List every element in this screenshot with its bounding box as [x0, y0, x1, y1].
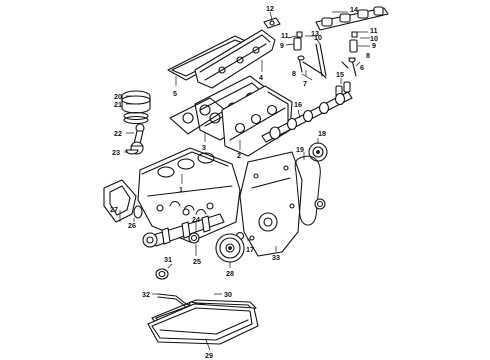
main-bearing-caps: [169, 200, 207, 215]
timing-cover: [239, 151, 303, 257]
crank-pulley: [215, 233, 245, 263]
lifter-left: [293, 31, 303, 51]
callout-25: 25: [193, 257, 201, 266]
timing-chain: [294, 155, 321, 226]
lifter-right: [349, 31, 358, 53]
callout-26: 26: [128, 221, 136, 230]
callout-29: 29: [205, 351, 213, 360]
callout-10a: 10: [314, 33, 322, 42]
rear-main-seal: [103, 179, 137, 223]
oil-pump-seal: [155, 268, 169, 280]
oil-pump-gear: [188, 232, 200, 244]
callout-30: 30: [224, 290, 232, 299]
callout-11a: 11: [281, 31, 289, 40]
callout-27: 27: [110, 205, 118, 214]
callout-17: 17: [246, 245, 254, 254]
callout-8a: 8: [292, 69, 296, 78]
rocker-arm-assembly: [315, 6, 389, 31]
callout-10b: 10: [370, 34, 378, 43]
callout-13: 13: [311, 29, 319, 38]
callout-4: 4: [259, 73, 263, 82]
callout-3: 3: [202, 143, 206, 152]
callout-9b: 9: [372, 41, 376, 50]
callout-numbers: 1 2 3 4 5 6 7 8 8 9 9 10 10 11 11 12 13 …: [110, 4, 378, 360]
callout-23: 23: [112, 148, 120, 157]
callout-28: 28: [226, 269, 234, 278]
callout-19: 19: [296, 145, 304, 154]
rod-bearing: [125, 149, 139, 155]
piston: [121, 90, 151, 114]
camshaft: [261, 91, 353, 143]
callout-16: 16: [294, 100, 302, 109]
callout-5: 5: [173, 89, 177, 98]
pushrods: [315, 43, 327, 77]
oil-pan: [147, 303, 259, 345]
valve-right: [341, 57, 357, 77]
crankshaft: [142, 213, 225, 248]
callout-15: 15: [336, 70, 344, 79]
thrust-seal: [133, 205, 143, 219]
callout-2: 2: [237, 151, 241, 160]
cam-sprocket: [308, 142, 328, 162]
callout-9a: 9: [280, 41, 284, 50]
callout-21: 21: [114, 100, 122, 109]
callout-24: 24: [192, 215, 200, 224]
callout-32: 32: [142, 290, 150, 299]
callout-14: 14: [350, 5, 358, 14]
leader-lines: [119, 11, 370, 351]
piston-rings: [123, 111, 149, 125]
callout-18: 18: [318, 129, 326, 138]
callout-20: 20: [114, 92, 122, 101]
callout-12: 12: [266, 4, 274, 13]
valve-cover: [194, 29, 276, 89]
callout-22: 22: [114, 129, 122, 138]
callout-31: 31: [164, 255, 172, 264]
callout-8b: 8: [366, 51, 370, 60]
callout-7: 7: [303, 79, 307, 88]
callout-33: 33: [272, 253, 280, 262]
callout-6: 6: [360, 63, 364, 72]
front-seal: [314, 198, 326, 210]
callout-1: 1: [179, 185, 183, 194]
callout-11b: 11: [370, 26, 378, 35]
